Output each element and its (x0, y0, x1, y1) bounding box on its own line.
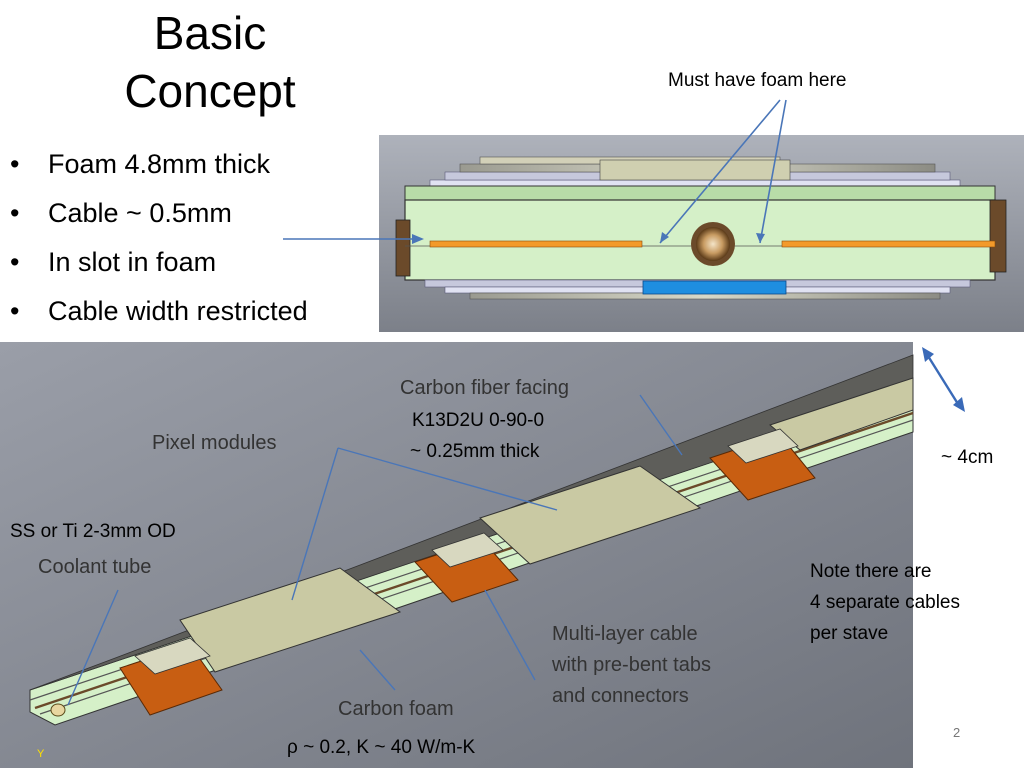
multilayer-cable-label: Multi-layer cable with pre-bent tabs and… (552, 619, 711, 712)
width-label: ~ 4cm (941, 447, 994, 468)
bullet-item: • Foam 4.8mm thick (10, 140, 308, 189)
pixel-modules-label: Pixel modules (152, 432, 277, 454)
note-line-3: per stave (810, 623, 889, 644)
coolant-label: Coolant tube (38, 556, 152, 578)
stave-annotation-lines (67, 394, 683, 706)
note-line-2: 4 separate cables (810, 592, 960, 613)
title-line-2: Concept (124, 65, 296, 117)
foam-annotation-label: Must have foam here (668, 70, 847, 91)
bottom-cable-strip (642, 280, 787, 295)
bullet-item: • In slot in foam (10, 238, 308, 287)
bullet-icon: • (10, 198, 20, 228)
cable-count-note: Note there are 4 separate cables per sta… (810, 556, 960, 649)
connector-caps (134, 428, 799, 675)
multilayer-line-2: with pre-bent tabs (552, 654, 711, 676)
carbon-fiber-spec-1: K13D2U 0-90-0 (412, 410, 545, 431)
foam-annotation-arrows (283, 99, 787, 244)
pixel-modules (179, 377, 914, 673)
slide-title: Basic Concept (60, 4, 360, 120)
right-cable-slot (781, 240, 996, 248)
carbon-foam-spec: ρ ~ 0.2, K ~ 40 W/m-K (287, 737, 476, 758)
bullet-item: • Cable width restricted (10, 287, 308, 336)
bullet-icon: • (10, 247, 20, 277)
bullet-text: In slot in foam (48, 247, 217, 277)
slide-number: 2 (953, 725, 961, 740)
foam-block (395, 185, 1007, 281)
bottom-module-stack (424, 279, 971, 300)
coolant-tube-cross-section (696, 227, 730, 261)
arrow-heads (412, 232, 765, 244)
left-cable-slot (429, 240, 643, 248)
title-line-1: Basic (153, 7, 267, 59)
multilayer-line-1: Multi-layer cable (552, 623, 698, 645)
multilayer-line-3: and connectors (552, 685, 689, 707)
note-line-1: Note there are (810, 561, 932, 582)
bullet-icon: • (10, 296, 20, 326)
carbon-fiber-spec-2: ~ 0.25mm thick (410, 441, 540, 462)
bullet-list: • Foam 4.8mm thick • Cable ~ 0.5mm • In slo… (10, 140, 308, 336)
cross-section-image (283, 99, 1024, 332)
bullet-text: Cable width restricted (48, 296, 308, 326)
bullet-item: • Cable ~ 0.5mm (10, 189, 308, 238)
coolant-spec: SS or Ti 2-3mm OD (10, 521, 176, 542)
bullet-text: Foam 4.8mm thick (48, 149, 271, 179)
carbon-foam-label: Carbon foam (338, 698, 454, 720)
axis-indicator: Y (37, 748, 45, 760)
width-double-arrow (922, 347, 965, 412)
coolant-tube-end (50, 703, 66, 717)
bullet-text: Cable ~ 0.5mm (48, 198, 232, 228)
carbon-fiber-label: Carbon fiber facing (400, 377, 569, 399)
bullet-icon: • (10, 149, 20, 179)
